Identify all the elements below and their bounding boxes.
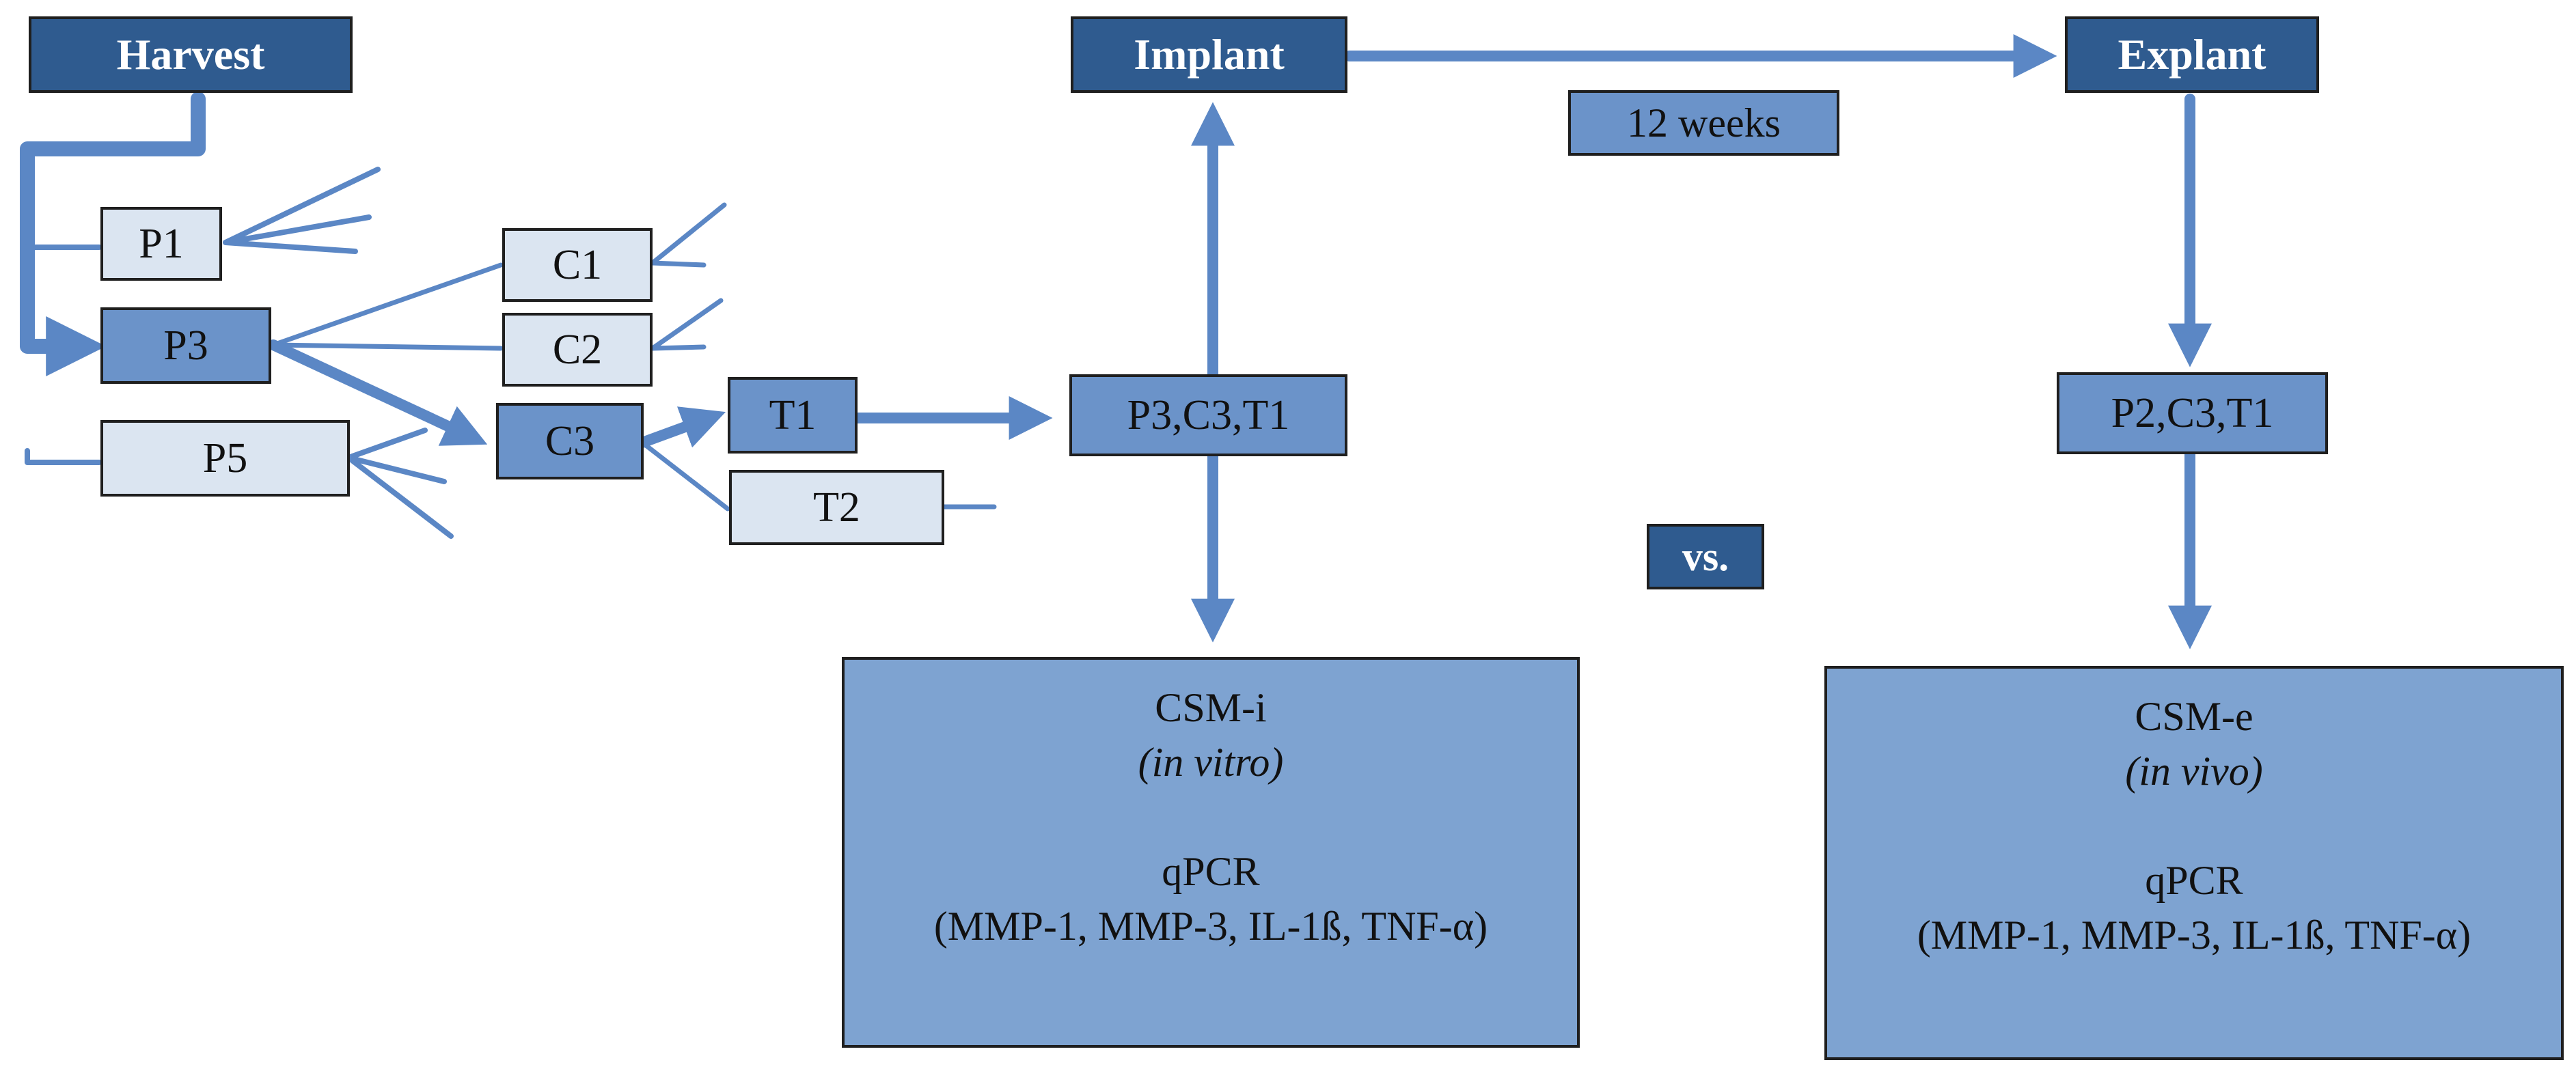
p3-box: P3 [100, 307, 271, 384]
p5-fan-lines [346, 428, 454, 539]
c3-to-t2-line [640, 440, 730, 512]
p3-to-c2-line [271, 342, 504, 351]
c1-fan-lines [650, 202, 727, 268]
c2-box: C2 [502, 313, 653, 387]
csm-e-markers: (MMP-1, MMP-3, IL-1ß, TNF-α) [1917, 912, 2471, 958]
csm-e-result-box: CSM-e (in vivo) qPCR (MMP-1, MMP-3, IL-1… [1824, 666, 2564, 1060]
p3-to-c3-arrow [268, 339, 488, 446]
p1-box: P1 [100, 207, 222, 281]
c2-fan-lines [650, 298, 724, 351]
csm-i-method: qPCR [1162, 849, 1260, 894]
p1-fan-lines [223, 167, 381, 254]
csm-i-markers: (MMP-1, MMP-3, IL-1ß, TNF-α) [933, 904, 1488, 949]
harvest-to-p3-arrow [20, 92, 206, 376]
vs-badge: vs. [1647, 524, 1764, 589]
csm-i-result-box: CSM-i (in vitro) qPCR (MMP-1, MMP-3, IL-… [842, 657, 1580, 1048]
duration-label: 12 weeks [1568, 90, 1839, 156]
explant-box: Explant [2065, 16, 2319, 93]
csm-i-subtitle: (in vitro) [1138, 740, 1284, 785]
t2-box: T2 [729, 470, 944, 545]
c3-to-t1-arrow [637, 406, 726, 448]
p5-box: P5 [100, 420, 350, 497]
implant-combo-box: P3,C3,T1 [1069, 374, 1347, 456]
implant-box: Implant [1071, 16, 1347, 93]
c1-box: C1 [502, 228, 653, 302]
c3-box: C3 [496, 403, 644, 479]
csm-e-subtitle: (in vivo) [2125, 749, 2263, 794]
csm-e-method: qPCR [2145, 858, 2243, 903]
harvest-box: Harvest [29, 16, 353, 93]
p3-to-c1-line [271, 262, 504, 348]
branch-to-p5 [25, 448, 102, 465]
csm-i-title: CSM-i [1155, 685, 1267, 730]
explant-combo-box: P2,C3,T1 [2057, 372, 2328, 454]
t1-box: T1 [728, 377, 858, 454]
csm-e-title: CSM-e [2135, 694, 2253, 739]
